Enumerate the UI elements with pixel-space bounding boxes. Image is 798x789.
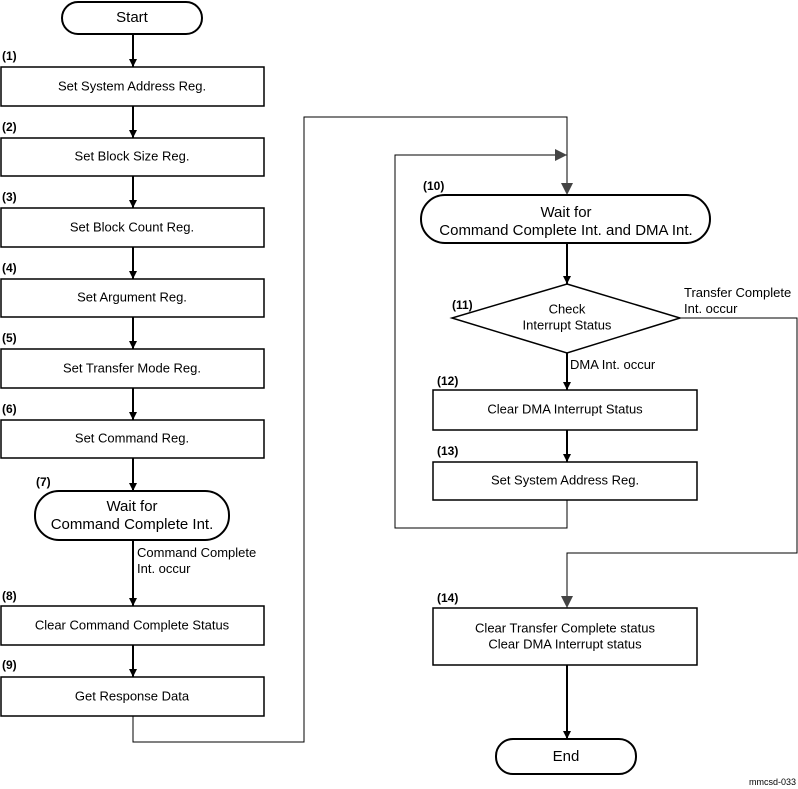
svg-text:Command Complete: Command Complete — [137, 545, 256, 560]
figure-id: mmcsd-033 — [749, 777, 796, 787]
step-7: (7) Wait for Command Complete Int. — [34, 475, 230, 541]
step-1: (1) Set System Address Reg. — [0, 49, 265, 107]
left-connectors — [129, 34, 573, 743]
end-terminal: End — [495, 738, 637, 775]
svg-text:Int. occur: Int. occur — [684, 301, 738, 316]
step-5: (5) Set Transfer Mode Reg. — [0, 331, 265, 389]
edge-label-dma-occur: DMA Int. occur — [570, 357, 656, 372]
step-number: (14) — [437, 591, 458, 605]
step-11-decision: (11) Check Interrupt Status — [449, 283, 683, 354]
step-label: Set System Address Reg. — [491, 472, 639, 487]
step-3: (3) Set Block Count Reg. — [0, 190, 265, 248]
step-label: Get Response Data — [75, 688, 190, 703]
step-label: Clear Command Complete Status — [35, 617, 230, 632]
step-label: Set Block Size Reg. — [75, 148, 190, 163]
step-label-line1: Wait for — [540, 204, 591, 221]
step-number: (9) — [2, 658, 17, 672]
start-label: Start — [116, 9, 149, 26]
step-2: (2) Set Block Size Reg. — [0, 120, 265, 177]
svg-text:Transfer Complete: Transfer Complete — [684, 285, 791, 300]
step-13: (13) Set System Address Reg. — [432, 444, 698, 501]
step-9: (9) Get Response Data — [0, 658, 265, 717]
step-label: Set Transfer Mode Reg. — [63, 360, 201, 375]
step-label-line2: Command Complete Int. — [51, 516, 214, 533]
step-4: (4) Set Argument Reg. — [0, 261, 265, 318]
step-number: (10) — [423, 179, 444, 193]
step-label-line2: Clear DMA Interrupt status — [488, 636, 642, 651]
step-14: (14) Clear Transfer Complete status Clea… — [432, 591, 698, 666]
edge-label-transfer-complete: Transfer Complete Int. occur — [684, 285, 791, 316]
step-label: Clear DMA Interrupt Status — [487, 401, 643, 416]
step-label: Set Argument Reg. — [77, 289, 187, 304]
decision-label-line2: Interrupt Status — [523, 317, 612, 332]
step-label: Set Block Count Reg. — [70, 219, 194, 234]
step-label: Set Command Reg. — [75, 430, 189, 445]
step-8: (8) Clear Command Complete Status — [0, 589, 265, 646]
step-label-line1: Clear Transfer Complete status — [475, 620, 655, 635]
step-number: (5) — [2, 331, 17, 345]
step-label-line1: Wait for — [106, 498, 157, 515]
step-label-line2: Command Complete Int. and DMA Int. — [439, 222, 692, 239]
end-label: End — [553, 748, 580, 765]
step-number: (6) — [2, 402, 17, 416]
step-number: (13) — [437, 444, 458, 458]
step-label: Set System Address Reg. — [58, 78, 206, 93]
edge-label-command-complete: Command Complete Int. occur — [137, 545, 256, 576]
decision-label-line1: Check — [549, 301, 586, 316]
svg-text:Int. occur: Int. occur — [137, 561, 191, 576]
step-number: (12) — [437, 374, 458, 388]
step-number: (2) — [2, 120, 17, 134]
step-number: (8) — [2, 589, 17, 603]
step-number: (11) — [452, 298, 473, 312]
step-number: (1) — [2, 49, 17, 63]
step-10: (10) Wait for Command Complete Int. and … — [420, 179, 711, 244]
step-number: (3) — [2, 190, 17, 204]
step-6: (6) Set Command Reg. — [0, 402, 265, 459]
right-connectors — [394, 149, 798, 739]
step-number: (7) — [36, 475, 51, 489]
step-number: (4) — [2, 261, 17, 275]
start-terminal: Start — [61, 1, 203, 35]
step-12: (12) Clear DMA Interrupt Status — [432, 374, 698, 431]
